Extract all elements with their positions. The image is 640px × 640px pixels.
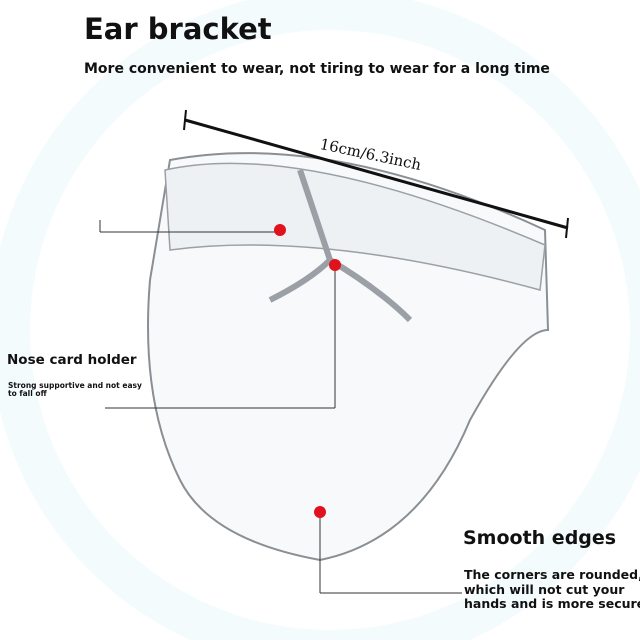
line: hands and is more secure: [464, 596, 640, 611]
smooth-edges-title: Smooth edges: [463, 527, 617, 549]
dimension-line: [184, 118, 569, 230]
line: which will not cut your: [464, 581, 625, 597]
nose-marker: [329, 259, 341, 271]
shield-frame: [164, 162, 546, 291]
ear-bracket-marker: [274, 224, 286, 236]
page-title: Ear bracket: [84, 12, 272, 46]
nose-holder-title: Nose card holder: [7, 352, 137, 368]
smooth-edges-description: The corners are rounded, which will not …: [464, 567, 640, 612]
subtitle: More convenient to wear, not tiring to w…: [84, 61, 550, 77]
line: The corners are rounded,: [464, 567, 640, 582]
nose-holder-description: Strong supportive and not easy to fall o…: [8, 381, 142, 398]
edge-marker: [314, 506, 326, 518]
